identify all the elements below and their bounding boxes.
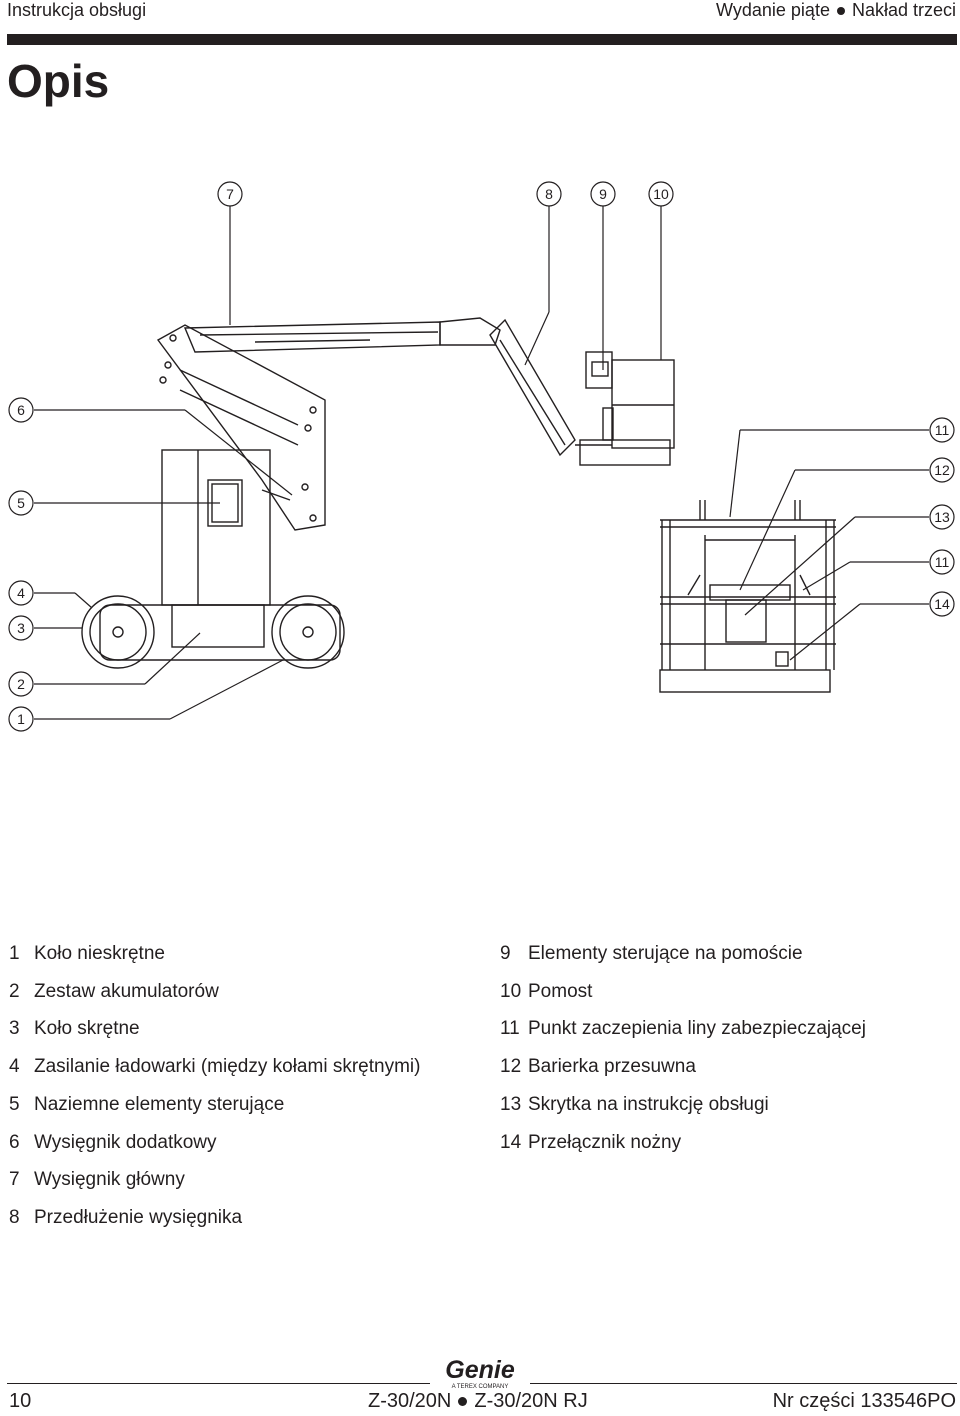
legend-text: Przedłużenie wysięgnika: [34, 1206, 243, 1228]
callout-label-12: 12: [934, 462, 950, 478]
legend-text: Koło skrętne: [34, 1018, 140, 1040]
callout-label-13: 13: [934, 509, 950, 525]
legend-item: 3 Koło skrętne: [9, 1010, 420, 1048]
callout-13: [929, 504, 955, 530]
callout-label-3: 3: [17, 620, 25, 636]
callout-label-4: 4: [17, 585, 25, 601]
footer-models: Z-30/20N Z-30/20N RJ: [368, 1390, 588, 1413]
callout-9: [590, 181, 616, 207]
genie-logo: Genie A TEREX COMPANY: [430, 1354, 530, 1390]
callout-8: [536, 181, 562, 207]
legend-text: Elementy sterujące na pomoście: [528, 943, 803, 964]
legend-text: Wysięgnik dodatkowy: [34, 1131, 217, 1153]
legend-item: 9 Elementy sterujące na pomoście: [500, 935, 866, 973]
lift-machine: [81, 317, 675, 669]
legend-text: Punkt zaczepienia liny zabezpieczającej: [528, 1018, 866, 1040]
logo-wordmark: Genie: [445, 1356, 515, 1384]
legend-number: 10: [500, 980, 522, 1002]
callout-4: [8, 580, 34, 606]
legend-item: 13 Skrytka na instrukcję obsługi: [500, 1086, 866, 1124]
legend-number: 1: [9, 943, 20, 964]
callouts: [8, 181, 955, 732]
page-title: Opis: [7, 55, 110, 107]
legend-text: Zestaw akumulatorów: [34, 980, 219, 1002]
legend-number: 5: [9, 1093, 20, 1115]
legend-text: Naziemne elementy sterujące: [34, 1093, 285, 1115]
logo-tagline: A TEREX COMPANY: [452, 1384, 509, 1390]
legend-number: 14: [500, 1131, 522, 1153]
legend-item: 11 Punkt zaczepienia liny zabezpieczające…: [500, 1010, 866, 1048]
legend-text: Pomost: [528, 980, 593, 1002]
header-edition-part2: Nakład trzeci: [851, 0, 956, 20]
platform-rear-view: [659, 500, 836, 693]
legend-item: 8 Przedłużenie wysięgnika: [9, 1199, 420, 1237]
legend-number: 4: [9, 1056, 20, 1078]
legend-item: 12 Barierka przesuwna: [500, 1048, 866, 1086]
legend-number: 13: [500, 1093, 522, 1115]
callout-label-10: 10: [653, 186, 669, 202]
callout-label-6: 6: [17, 402, 25, 418]
legend-item: 5 Naziemne elementy sterujące: [9, 1086, 420, 1124]
part-number: Nr części 133546PO: [772, 1390, 956, 1412]
callout-6: [8, 397, 34, 423]
legend-text: Barierka przesuwna: [528, 1056, 696, 1078]
legend-item: 6 Wysięgnik dodatkowy: [9, 1124, 420, 1162]
legend-number: 2: [9, 980, 20, 1002]
bullet-icon: [458, 1397, 468, 1407]
callout-2: [8, 671, 34, 697]
callout-label-14: 14: [934, 596, 950, 612]
callout-12: [929, 457, 955, 483]
header-edition-part1: Wydanie piąte: [716, 0, 830, 20]
legend-item: 7 Wysięgnik główny: [9, 1161, 420, 1199]
legend-number: 7: [9, 1169, 20, 1191]
legend-number: 3: [9, 1018, 20, 1040]
legend-number: 12: [500, 1056, 522, 1078]
callout-11b: [929, 549, 955, 575]
legend-text: Zasilanie ładowarki (między kołami skręt…: [34, 1056, 421, 1078]
bullet-icon: [836, 7, 845, 16]
callout-3: [8, 615, 34, 641]
legend-number: 9: [500, 943, 511, 964]
leader-lines: [34, 206, 929, 720]
callout-label-8: 8: [545, 186, 553, 202]
legend-number: 8: [9, 1206, 20, 1228]
header-edition: Wydanie piąte Nakład trzeci: [716, 0, 956, 21]
callout-label-7: 7: [226, 186, 234, 202]
legend-item: 2 Zestaw akumulatorów: [9, 973, 420, 1011]
legend-number: 6: [9, 1131, 20, 1153]
genie-logo-icon: Genie A TEREX COMPANY: [445, 1356, 515, 1390]
legend-right-column: 9 Elementy sterujące na pomoście 10 Pomost…: [500, 935, 866, 1161]
legend-text: Koło nieskrętne: [34, 943, 165, 964]
callout-label-9: 9: [599, 186, 607, 202]
callout-1: [8, 706, 34, 732]
legend-text: Skrytka na instrukcję obsługi: [528, 1093, 769, 1115]
machine-diagram: 7 8 9 10 6 5 4 3 2 1 11 12 13 11 14: [8, 181, 955, 732]
legend-item: 14 Przełącznik nożny: [500, 1124, 866, 1162]
legend-number: 11: [500, 1018, 520, 1040]
callout-label-5: 5: [17, 495, 25, 511]
callout-11a: [929, 417, 955, 443]
callout-label-2: 2: [17, 676, 25, 692]
legend-text: Wysięgnik główny: [34, 1169, 185, 1191]
legend-item: 1 Koło nieskrętne: [9, 935, 420, 973]
callout-14: [929, 591, 955, 617]
model-name: Z-30/20N RJ: [474, 1390, 588, 1412]
callout-label-1: 1: [17, 711, 25, 727]
callout-5: [8, 490, 34, 516]
legend-item: 4 Zasilanie ładowarki (między kołami skrę…: [9, 1048, 420, 1086]
callout-10: [648, 181, 674, 207]
legend-text: Przełącznik nożny: [528, 1131, 682, 1153]
callout-label-11b: 11: [935, 554, 950, 570]
header-rule: [7, 34, 957, 45]
callout-7: [217, 181, 243, 207]
legend-item: 10 Pomost: [500, 973, 866, 1011]
model-name: Z-30/20N: [368, 1390, 452, 1412]
page-number: 10: [9, 1390, 32, 1412]
header-manual-title: Instrukcja obsługi: [7, 0, 147, 20]
callout-label-11a: 11: [935, 422, 950, 438]
